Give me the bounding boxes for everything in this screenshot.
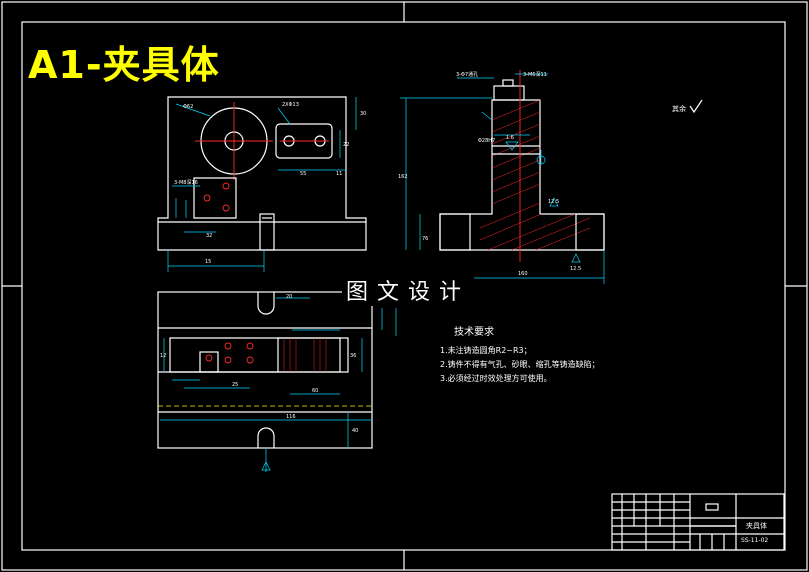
svg-text:3-Φ7通孔: 3-Φ7通孔 (456, 71, 478, 78)
svg-text:Φ28H7: Φ28H7 (478, 138, 495, 144)
technical-requirements: 技术要求 1.未注铸造圆角R2~R3； 2.铸件不得有气孔、砂眼、缩孔等铸造缺陷… (440, 326, 600, 386)
svg-text:36: 36 (350, 353, 356, 359)
svg-text:1.6: 1.6 (506, 135, 514, 141)
svg-text:22: 22 (343, 142, 349, 148)
svg-text:32: 32 (206, 233, 212, 239)
front-view: Φ62 2XΦ13 55 11 30 22 3-M8深16 32 15 (157, 96, 367, 272)
svg-text:3-M6深11: 3-M6深11 (523, 71, 547, 78)
sheet-title: A1-夹具体 (28, 43, 220, 87)
svg-text:55: 55 (300, 171, 306, 177)
svg-text:76: 76 (422, 236, 428, 242)
svg-text:40: 40 (352, 428, 358, 434)
svg-text:3-M8深16: 3-M8深16 (174, 179, 198, 186)
tech-item-1: 1.未注铸造圆角R2~R3； (440, 346, 532, 355)
part-name: 夹具体 (746, 522, 767, 530)
svg-text:15: 15 (205, 259, 211, 265)
roughness-note: 其余 (672, 105, 686, 113)
svg-text:30: 30 (360, 111, 366, 117)
svg-text:25: 25 (232, 382, 238, 388)
tech-item-3: 3.必须经过时效处理方可使用。 (440, 374, 552, 383)
svg-text:12.5: 12.5 (570, 266, 581, 272)
slot-plate (275, 123, 333, 159)
side-section-view: 3-Φ7通孔 3-M6深11 162 160 12.5 12.5 Φ28H7 1… (398, 70, 605, 284)
drawing-number: SS-11-02 (741, 537, 769, 544)
roughness-symbol (689, 99, 703, 114)
tech-item-2: 2.铸件不得有气孔、砂眼、缩孔等铸造缺陷； (440, 360, 600, 369)
svg-text:20: 20 (286, 294, 292, 300)
svg-text:162: 162 (398, 174, 408, 180)
svg-text:Φ62: Φ62 (183, 104, 193, 110)
svg-text:116: 116 (286, 414, 296, 420)
svg-text:12: 12 (160, 353, 166, 359)
top-view: 12 36 25 60 116 40 20 (157, 291, 397, 472)
watermark: 图文设计 (342, 274, 475, 306)
svg-text:11: 11 (336, 171, 342, 177)
svg-text:12.5: 12.5 (548, 199, 559, 205)
title-block (611, 493, 785, 551)
svg-text:60: 60 (312, 388, 318, 394)
svg-text:160: 160 (518, 271, 528, 277)
svg-text:2XΦ13: 2XΦ13 (282, 102, 299, 108)
tech-title: 技术要求 (454, 327, 494, 338)
